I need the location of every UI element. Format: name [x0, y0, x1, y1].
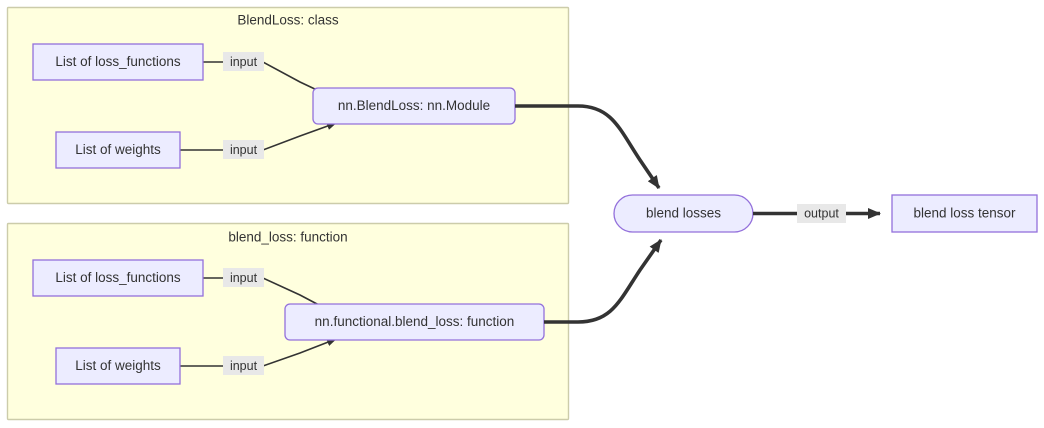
edge-blendlosses-to-tensor: output — [753, 204, 881, 223]
edge-top-lossfn-label: input — [230, 55, 258, 69]
cluster-blendloss-function-title: blend_loss: function — [228, 230, 347, 245]
node-bottom-weights-box[interactable] — [55, 347, 181, 385]
node-bottom-weights[interactable]: List of weights — [55, 347, 181, 385]
node-bottom-loss-functions-label: List of loss_functions — [55, 270, 181, 285]
edge-module-to-blendlosses — [515, 104, 661, 190]
edge-bottom-weights-label-bg — [223, 356, 264, 375]
node-blend-loss-tensor[interactable]: blend loss tensor — [891, 194, 1038, 233]
edge-function-to-blendlosses-path — [544, 238, 663, 324]
node-nn-blendloss-module[interactable]: nn.BlendLoss: nn.Module — [312, 87, 516, 125]
edge-bottom-weights-to-function: input — [180, 338, 337, 375]
edge-output-label-bg — [797, 204, 846, 223]
node-top-weights-box[interactable] — [55, 131, 181, 169]
node-nn-functional-blend-loss[interactable]: nn.functional.blend_loss: function — [284, 303, 545, 341]
edge-top-weights-label: input — [230, 143, 258, 157]
node-top-loss-functions-box[interactable] — [32, 43, 204, 81]
edge-top-weights-to-module-path — [180, 122, 337, 151]
edge-module-to-blendlosses-path — [515, 104, 661, 190]
edge-top-weights-to-module: input — [180, 122, 337, 159]
edge-top-lossfn-label-bg — [223, 52, 264, 71]
edge-function-to-blendlosses — [544, 238, 663, 324]
node-top-weights-label: List of weights — [75, 142, 161, 157]
edge-bottom-weights-label: input — [230, 359, 258, 373]
node-bottom-weights-label: List of weights — [75, 358, 161, 373]
node-top-weights[interactable]: List of weights — [55, 131, 181, 169]
node-nn-blendloss-module-label: nn.BlendLoss: nn.Module — [338, 98, 490, 113]
node-bottom-loss-functions[interactable]: List of loss_functions — [32, 259, 204, 297]
node-blend-loss-tensor-box[interactable] — [891, 194, 1038, 233]
node-blend-losses-label: blend losses — [646, 206, 721, 221]
node-top-loss-functions-label: List of loss_functions — [55, 54, 181, 69]
edge-top-weights-label-bg — [223, 140, 264, 159]
edge-bottom-weights-to-function-path — [180, 338, 337, 367]
node-top-loss-functions[interactable]: List of loss_functions — [32, 43, 204, 81]
edge-bottom-lossfn-label-bg — [223, 268, 264, 287]
node-bottom-loss-functions-box[interactable] — [32, 259, 204, 297]
cluster-blendloss-class-title: BlendLoss: class — [237, 13, 339, 28]
edge-output-label: output — [804, 206, 839, 220]
edge-bottom-lossfn-label: input — [230, 271, 258, 285]
node-blend-losses[interactable]: blend losses — [613, 194, 754, 233]
node-blend-loss-tensor-label: blend loss tensor — [913, 206, 1016, 221]
node-nn-functional-blend-loss-label: nn.functional.blend_loss: function — [315, 314, 515, 329]
